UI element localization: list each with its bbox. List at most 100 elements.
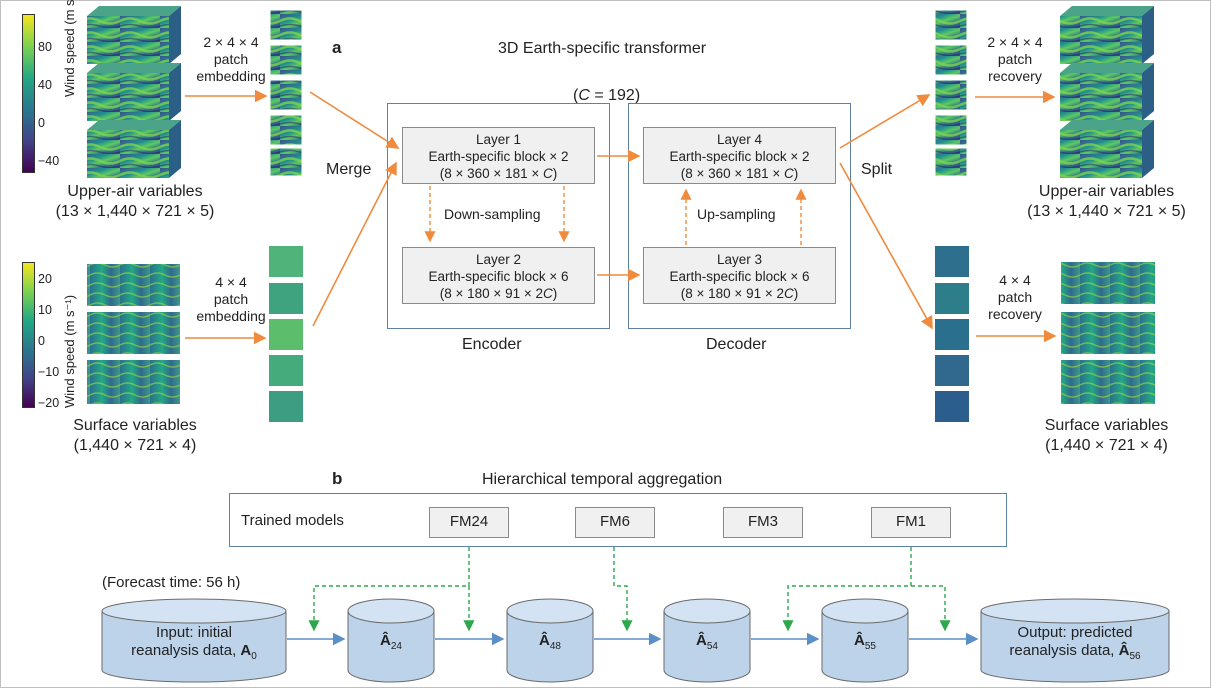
step-a54-symbol: Â (696, 632, 707, 649)
layer-4-shape: (8 × 360 × 181 × C) (680, 166, 799, 181)
model-fm6: FM6 (575, 507, 655, 538)
input-label-line2: reanalysis data, A0 (102, 642, 286, 666)
layer-3: Layer 3 Earth-specific block × 6 (8 × 18… (643, 247, 836, 304)
orange-arrows (185, 89, 1057, 345)
surface-recovery-text: 4 × 4 patch recovery (970, 272, 1060, 323)
green-dashed-connectors (308, 540, 951, 632)
upper-colorbar (22, 14, 35, 173)
surface-embed-patch: patch (213, 291, 249, 307)
output-label-line1: Output: predicted (1017, 624, 1133, 641)
layer-2: Layer 2 Earth-specific block × 6 (8 × 18… (402, 247, 595, 304)
upper-recovery-text: 2 × 4 × 4 patch recovery (970, 34, 1060, 85)
surface-recovery-patch: patch (997, 289, 1033, 305)
step-a48-sub: 48 (549, 641, 561, 652)
upper-out-name: Upper-air variables (1038, 183, 1175, 200)
decoder-label: Decoder (706, 336, 767, 353)
input-symbol: A (240, 642, 252, 659)
surface-input-slabs (87, 264, 180, 404)
upper-embedded-patches (269, 9, 303, 177)
upper-in-name: Upper-air variables (67, 183, 203, 200)
out-upper-patch-5 (934, 147, 968, 177)
fm6-to-a48 (613, 540, 633, 632)
fm1-to-a54 (782, 540, 912, 632)
upper-embed-dims: 2 × 4 × 4 (203, 34, 259, 50)
down-sampling-label: Down-sampling (444, 206, 541, 222)
upper-colorbar-ticks: 80 40 0 −40 (38, 28, 59, 180)
surface-output-slabs (1061, 262, 1155, 404)
surface-recovery-dims: 4 × 4 (999, 272, 1031, 288)
upper-air-input-cubes (87, 6, 181, 178)
out-upper-cube-3 (1060, 120, 1154, 178)
upper-tick-40: 40 (38, 78, 52, 92)
model-fm24: FM24 (429, 507, 509, 538)
out-upper-patch-3 (934, 79, 968, 111)
cylinder-a48 (506, 598, 594, 683)
upper-cube-1 (87, 6, 181, 64)
upper-patch-2 (269, 44, 303, 76)
upper-tick-80: 80 (38, 40, 52, 54)
layer-2-name: Layer 2 (475, 252, 522, 267)
surface-out-name: Surface variables (1044, 417, 1169, 434)
out-surface-patch-3 (935, 319, 969, 350)
upper-embed-patch: patch (213, 51, 249, 67)
panel-b-title: Hierarchical temporal aggregation (482, 471, 723, 488)
panel-b-letter: b (332, 469, 343, 488)
out-upper-cube-2 (1060, 63, 1154, 121)
output-label-text: reanalysis data, (1009, 642, 1119, 659)
cylinder-a24 (347, 598, 435, 683)
model-fm3: FM3 (723, 507, 803, 538)
surface-tick-20: 20 (38, 272, 52, 286)
upper-air-input-caption: Upper-air variables (13 × 1,440 × 721 × … (30, 182, 240, 222)
step-a54-sub: 54 (706, 641, 718, 652)
forecast-time: (Forecast time: 56 h) (102, 574, 241, 591)
split-label: Split (861, 161, 893, 178)
out-upper-patch-4 (934, 114, 968, 146)
upper-patch-5 (269, 147, 303, 177)
surface-in-name: Surface variables (73, 417, 197, 434)
layer-3-name: Layer 3 (716, 252, 763, 267)
layer-3-block: Earth-specific block × 6 (669, 269, 810, 284)
upper-recovery-dims: 2 × 4 × 4 (987, 34, 1043, 50)
upper-patch-4 (269, 114, 303, 146)
layer-1-name: Layer 1 (475, 132, 522, 147)
out-surface-patch-5 (935, 391, 969, 422)
layer-1: Layer 1 Earth-specific block × 2 (8 × 36… (402, 127, 595, 184)
surface-embedded-patches (269, 246, 303, 422)
output-label-line2: reanalysis data, Â56 (981, 642, 1169, 666)
surface-embedding-text: 4 × 4 patch embedding (186, 274, 276, 325)
model-fm1: FM1 (871, 507, 951, 538)
surface-output-caption: Surface variables (1,440 × 721 × 4) (1004, 416, 1209, 456)
layer-2-block: Earth-specific block × 6 (428, 269, 569, 284)
surface-tick-neg20: −20 (38, 396, 60, 410)
step-a24-symbol: Â (380, 632, 391, 649)
output-subscript: 56 (1129, 651, 1141, 662)
merge-arrow-surface (312, 161, 397, 327)
surface-in-shape: (1,440 × 721 × 4) (73, 437, 197, 454)
layer-2-shape: (8 × 180 × 91 × 2C) (439, 286, 558, 301)
input-label: Input: initial reanalysis data, A0 (102, 624, 286, 666)
surface-patch-3 (269, 319, 303, 350)
surface-patch-5 (269, 391, 303, 422)
step-a55-sub: 55 (864, 641, 876, 652)
out-upper-patch-2 (934, 44, 968, 76)
out-surface-slab-1 (1061, 262, 1155, 304)
out-upper-cube-1 (1060, 6, 1154, 64)
up-sampling-label: Up-sampling (697, 206, 776, 222)
step-a55-symbol: Â (854, 632, 865, 649)
merge-label: Merge (326, 161, 372, 178)
layer-3-shape: (8 × 180 × 91 × 2C) (680, 286, 799, 301)
input-label-text: reanalysis data, (131, 642, 241, 659)
upper-in-shape: (13 × 1,440 × 721 × 5) (55, 203, 215, 220)
surface-tick-10: 10 (38, 303, 52, 317)
upper-patch-1 (269, 9, 303, 41)
panel-b-cylinders (101, 598, 1170, 683)
layer-1-shape: (8 × 360 × 181 × C) (439, 166, 558, 181)
c-label: (C = 192) (573, 87, 641, 104)
out-surface-slab-2 (1061, 312, 1155, 354)
upper-air-output-cubes (1060, 6, 1154, 178)
out-surface-patch-2 (935, 283, 969, 314)
input-label-line1: Input: initial (156, 624, 232, 641)
layer-4: Layer 4 Earth-specific block × 2 (8 × 36… (643, 127, 836, 184)
fm24-to-input (308, 540, 470, 632)
cylinder-output (980, 598, 1170, 683)
